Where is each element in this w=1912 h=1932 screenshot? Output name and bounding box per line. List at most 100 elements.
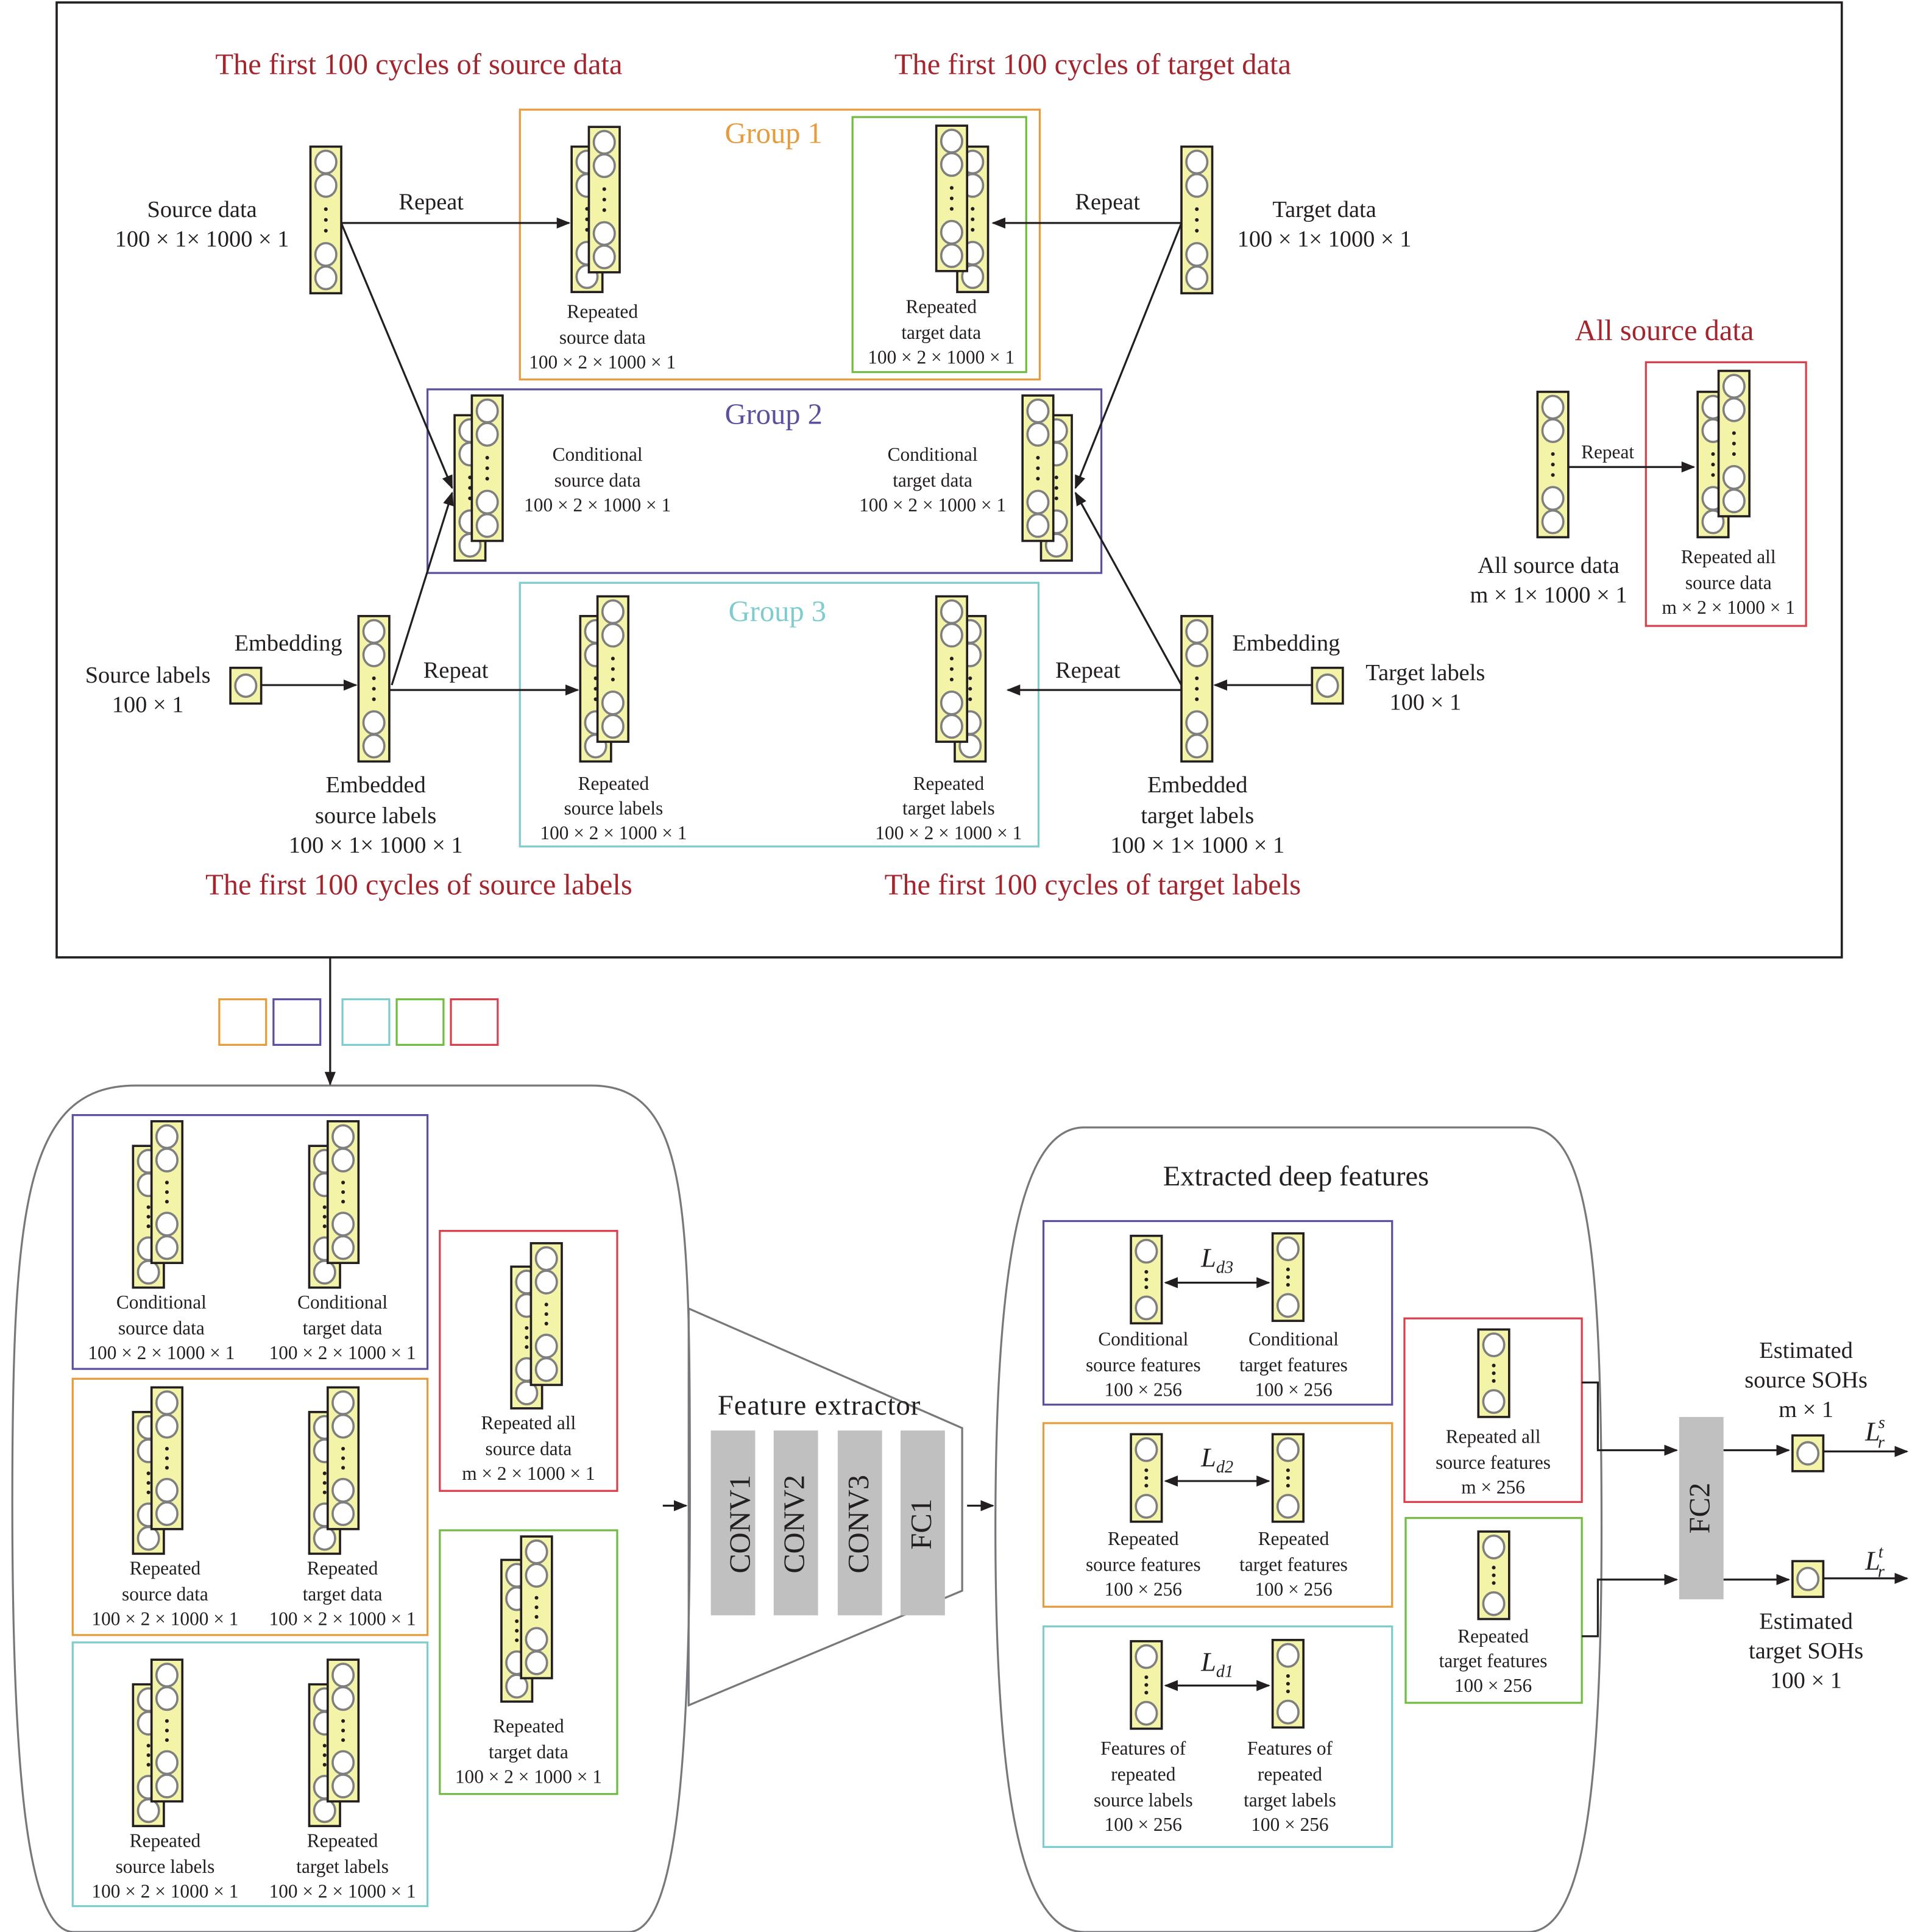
target-soh-output bbox=[1791, 1560, 1825, 1598]
node-circle bbox=[940, 152, 963, 177]
extractor-layer-0 bbox=[710, 1430, 756, 1616]
node-circle bbox=[362, 733, 386, 759]
ellipsis-dot bbox=[968, 697, 972, 701]
node-circle bbox=[1541, 394, 1565, 420]
embedded-source-l1: Embedded bbox=[326, 772, 426, 798]
feat-rep-left-shape: 100 × 256 bbox=[1105, 1579, 1182, 1600]
group3-right-l1: Repeated bbox=[913, 773, 985, 794]
embedded-target-l1: Embedded bbox=[1147, 772, 1247, 798]
ellipsis-dot bbox=[324, 207, 328, 211]
fc2-layer bbox=[1679, 1416, 1724, 1600]
arrow-source-to-conditional bbox=[340, 222, 453, 489]
embedded-source-vector bbox=[357, 615, 391, 763]
node-circle bbox=[592, 221, 616, 246]
feat-rep-right-l2: target features bbox=[1239, 1554, 1348, 1575]
node-circle bbox=[155, 1413, 179, 1439]
extractor-layer-3 bbox=[901, 1430, 945, 1616]
in-lab-right-l1: Repeated bbox=[307, 1830, 378, 1852]
feat-cond-right-l1: Conditional bbox=[1248, 1329, 1339, 1350]
feat-target-l1: Repeated bbox=[1457, 1625, 1529, 1647]
ellipsis-dot bbox=[165, 1199, 169, 1204]
all-source-vector bbox=[1536, 391, 1570, 539]
node-circle bbox=[362, 619, 386, 644]
ellipsis-dot bbox=[1286, 1283, 1290, 1287]
group3-right-shape: 100 × 2 × 1000 × 1 bbox=[875, 822, 1022, 843]
target-labels-shape: 100 × 1 bbox=[1389, 689, 1461, 715]
node-circle bbox=[155, 1212, 179, 1237]
all-source-name: All source data bbox=[1478, 553, 1619, 578]
node-circle bbox=[1796, 1566, 1820, 1591]
group3-box bbox=[519, 581, 1040, 848]
node-circle bbox=[155, 1477, 179, 1503]
in-rep-right-shape: 100 × 2 × 1000 × 1 bbox=[269, 1608, 416, 1630]
node-circle bbox=[331, 1390, 355, 1416]
legend-square-2 bbox=[341, 998, 391, 1046]
ellipsis-dot bbox=[602, 197, 606, 202]
ellipsis-dot bbox=[1551, 452, 1555, 456]
feat-lab-target-vec bbox=[1271, 1639, 1305, 1729]
node-circle bbox=[1185, 149, 1209, 175]
group1-box bbox=[519, 108, 1041, 381]
node-circle bbox=[940, 622, 963, 648]
feat-lab-right-l2: repeated bbox=[1258, 1763, 1322, 1785]
ellipsis-dot bbox=[611, 677, 615, 681]
ellipsis-dot bbox=[544, 1321, 548, 1326]
node-circle bbox=[1185, 710, 1209, 736]
node-circle bbox=[331, 1212, 355, 1237]
in-all-source-front bbox=[529, 1242, 563, 1387]
ellipsis-dot bbox=[1286, 1483, 1290, 1488]
ellipsis-dot bbox=[341, 1181, 345, 1185]
node-circle bbox=[1026, 513, 1050, 538]
in-cond-source-front bbox=[150, 1120, 184, 1265]
node-circle bbox=[475, 422, 499, 447]
top-panel-text: The first 100 cycles of source data The … bbox=[85, 48, 1795, 901]
in-all-l1: Repeated all bbox=[481, 1412, 576, 1433]
node-circle bbox=[1185, 265, 1209, 291]
node-circle bbox=[155, 1750, 179, 1775]
features-panel-text: Extracted deep features Ld3 Conditional … bbox=[1086, 1161, 1551, 1835]
node-circle bbox=[1185, 733, 1209, 759]
target-label-scalar bbox=[1311, 666, 1344, 705]
node-circle bbox=[331, 1774, 355, 1799]
feat-labels-box bbox=[1042, 1625, 1393, 1849]
loss-lrs: Lrs bbox=[1864, 1413, 1885, 1452]
ellipsis-dot bbox=[1711, 473, 1715, 477]
ellipsis-dot bbox=[322, 1744, 327, 1748]
group1-right-shape: 100 × 2 × 1000 × 1 bbox=[868, 346, 1014, 368]
ellipsis-dot bbox=[485, 477, 489, 481]
node-circle bbox=[1276, 1236, 1300, 1262]
ellipsis-dot bbox=[971, 207, 975, 211]
node-circle bbox=[331, 1413, 355, 1439]
in-lab-left-l2: source labels bbox=[116, 1856, 215, 1877]
group2-right-l1: Conditional bbox=[888, 444, 978, 465]
feat-rep-right-shape: 100 × 256 bbox=[1255, 1579, 1332, 1600]
ellipsis-dot bbox=[341, 1446, 345, 1451]
node-circle bbox=[525, 1563, 548, 1588]
repeated-all-shape: m × 2 × 1000 × 1 bbox=[1662, 597, 1795, 618]
loss-ld2: Ld2 bbox=[1200, 1442, 1233, 1477]
ellipsis-dot bbox=[1286, 1689, 1290, 1694]
ellipsis-dot bbox=[1286, 1674, 1290, 1678]
in-all-shape: m × 2 × 1000 × 1 bbox=[462, 1463, 595, 1484]
layer-fc1: FC1 bbox=[905, 1499, 938, 1550]
ellipsis-dot bbox=[1492, 1371, 1496, 1376]
node-circle bbox=[331, 1663, 355, 1688]
top-panel-frame bbox=[55, 1, 1843, 959]
node-circle bbox=[1482, 1591, 1506, 1616]
ellipsis-dot bbox=[165, 1719, 169, 1723]
g2-conditional-source-front bbox=[470, 394, 504, 542]
ellipsis-dot bbox=[146, 1744, 150, 1748]
layer-conv3: CONV3 bbox=[843, 1475, 875, 1574]
source-data-vector bbox=[309, 145, 342, 294]
node-circle bbox=[331, 1477, 355, 1503]
out-target-l2: target SOHs bbox=[1749, 1638, 1863, 1664]
ellipsis-dot bbox=[372, 687, 376, 691]
node-circle bbox=[1482, 1332, 1506, 1358]
feat-cond-left-l1: Conditional bbox=[1098, 1329, 1188, 1350]
node-circle bbox=[313, 1525, 336, 1551]
ellipsis-dot bbox=[1144, 1683, 1149, 1687]
feat-repeated-box bbox=[1042, 1422, 1393, 1608]
ellipsis-dot bbox=[341, 1728, 345, 1733]
inputs-panel-text: Conditional source data 100 × 2 × 1000 ×… bbox=[88, 1291, 602, 1902]
ellipsis-dot bbox=[1286, 1275, 1290, 1279]
